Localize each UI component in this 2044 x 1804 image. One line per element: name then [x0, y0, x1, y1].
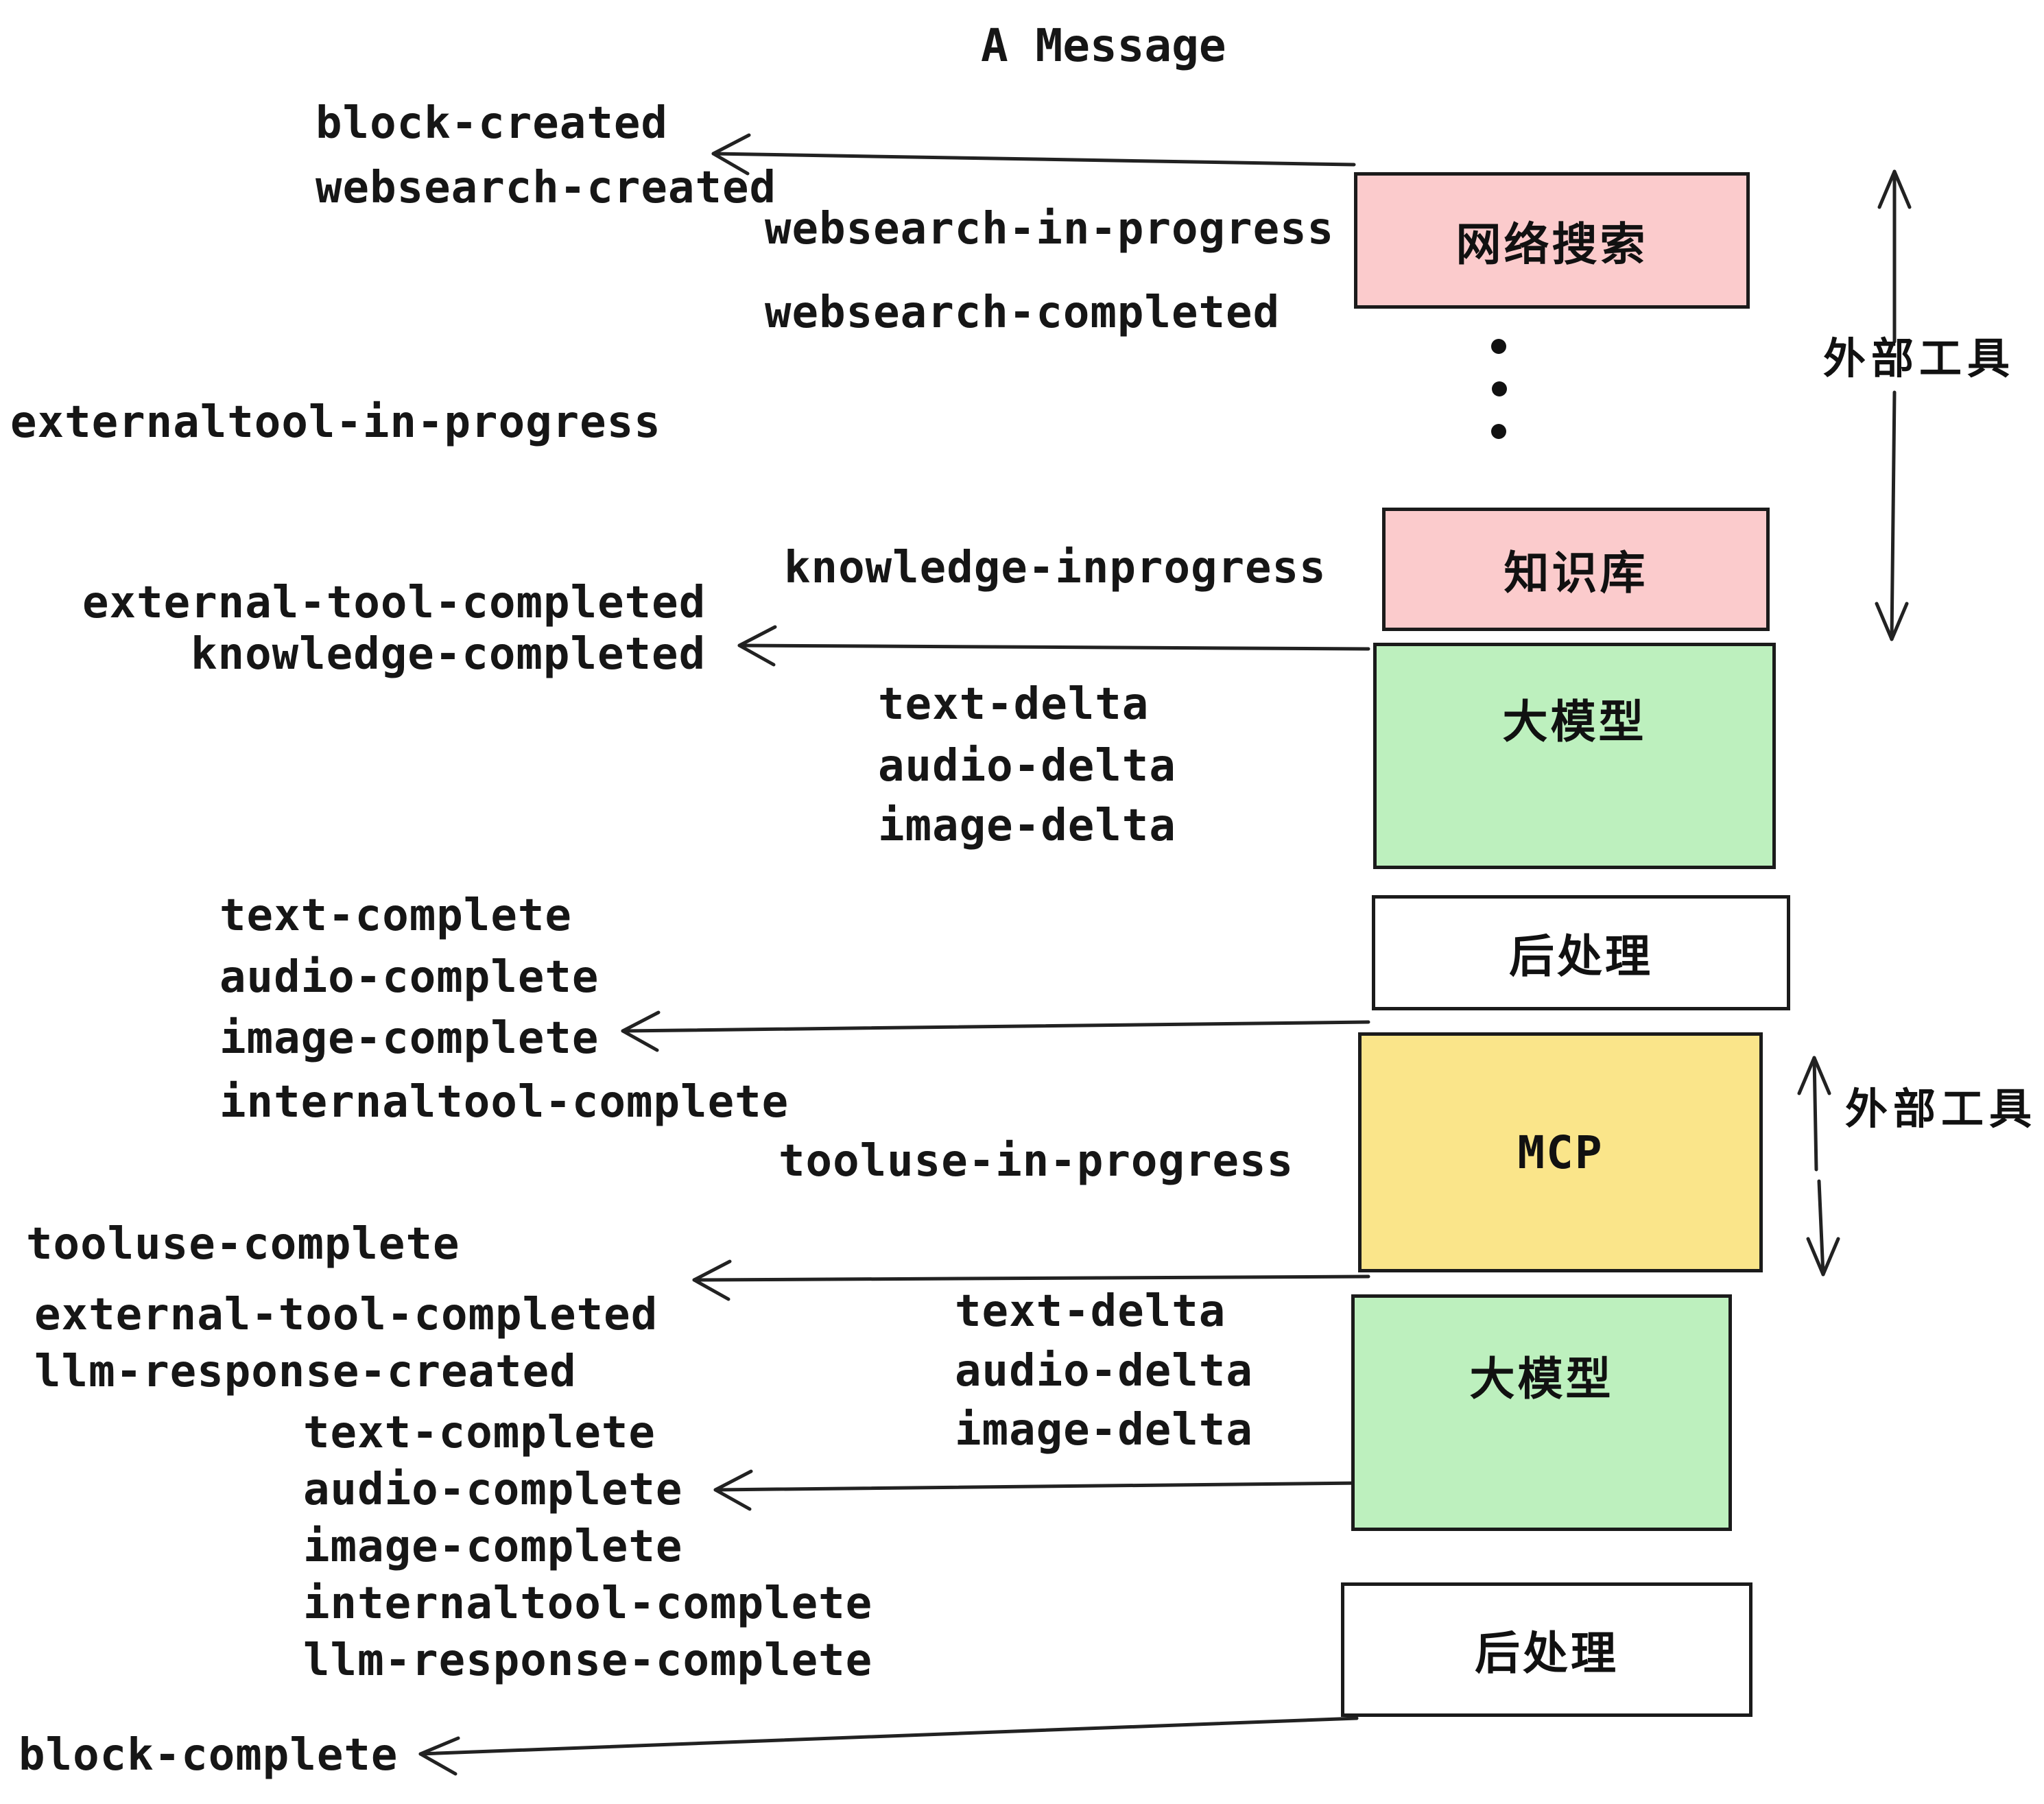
event-tooluse-complete: tooluse-complete: [26, 1219, 460, 1270]
event-internaltool-complete-2: internaltool-complete: [303, 1578, 873, 1629]
box-postprocess-1: 后处理: [1372, 895, 1790, 1010]
event-image-complete-1: image-complete: [219, 1013, 599, 1064]
event-image-delta-2: image-delta: [955, 1405, 1253, 1456]
event-audio-delta-1: audio-delta: [878, 741, 1176, 792]
event-internaltool-complete-1: internaltool-complete: [219, 1077, 789, 1128]
box-llm-2: 大模型: [1351, 1294, 1732, 1531]
box-postprocess-2-label: 后处理: [1475, 1627, 1619, 1680]
arrow-to-audio-complete: [713, 1469, 1366, 1511]
event-websearch-in-progress: websearch-in-progress: [765, 204, 1335, 254]
box-llm-1-label: 大模型: [1502, 696, 1647, 748]
box-llm-1: 大模型: [1373, 643, 1776, 869]
external-tools-top-label: 外部工具: [1823, 333, 2016, 383]
arrow-to-knowledge-completed: [737, 625, 1370, 667]
event-external-tool-completed-2: external-tool-completed: [34, 1290, 658, 1340]
event-text-complete-1: text-complete: [219, 890, 572, 941]
event-llm-response-created: llm-response-created: [34, 1346, 577, 1397]
external-tools-mcp-down-arrow: [1806, 1179, 1840, 1277]
event-audio-delta-2: audio-delta: [955, 1346, 1253, 1397]
arrow-to-websearch-created: [711, 133, 1356, 176]
event-knowledge-inprogress: knowledge-inprogress: [784, 543, 1327, 593]
box-websearch: 网络搜索: [1354, 172, 1750, 309]
external-tools-top-up-arrow: [1877, 169, 1912, 344]
event-audio-complete-1: audio-complete: [219, 952, 599, 1003]
event-image-complete-2: image-complete: [303, 1521, 683, 1572]
event-externaltool-in-progress: externaltool-in-progress: [10, 397, 661, 448]
box-llm-2-label: 大模型: [1469, 1352, 1614, 1405]
external-tools-mcp-up-arrow: [1797, 1056, 1831, 1172]
event-llm-response-complete: llm-response-complete: [303, 1635, 873, 1686]
ellipsis-dots: [1491, 339, 1507, 439]
box-knowledge: 知识库: [1382, 508, 1770, 631]
arrow-to-image-complete: [621, 1010, 1370, 1052]
event-knowledge-completed: knowledge-completed: [191, 629, 706, 680]
external-tools-top-down-arrow: [1875, 390, 1909, 641]
event-block-complete: block-complete: [19, 1730, 399, 1781]
event-external-tool-completed: external-tool-completed: [82, 578, 706, 628]
event-audio-complete-2: audio-complete: [303, 1464, 683, 1515]
diagram-title: A Message: [981, 19, 1226, 72]
arrow-to-block-complete: [418, 1716, 1359, 1776]
event-block-created: block-created: [316, 98, 668, 149]
event-text-complete-2: text-complete: [303, 1408, 656, 1458]
box-mcp: MCP: [1358, 1032, 1763, 1272]
event-text-delta-1: text-delta: [878, 679, 1150, 730]
event-websearch-created: websearch-created: [316, 163, 777, 213]
event-tooluse-in-progress: tooluse-in-progress: [779, 1136, 1294, 1187]
box-knowledge-label: 知识库: [1504, 547, 1648, 600]
event-text-delta-2: text-delta: [955, 1286, 1226, 1337]
box-websearch-label: 网络搜索: [1455, 217, 1648, 271]
event-websearch-completed: websearch-completed: [765, 287, 1281, 338]
box-postprocess-1-label: 后处理: [1509, 930, 1653, 983]
external-tools-mcp-label: 外部工具: [1845, 1084, 2038, 1134]
box-mcp-label: MCP: [1517, 1126, 1604, 1179]
box-postprocess-2: 后处理: [1341, 1582, 1752, 1717]
event-image-delta-1: image-delta: [878, 800, 1176, 851]
